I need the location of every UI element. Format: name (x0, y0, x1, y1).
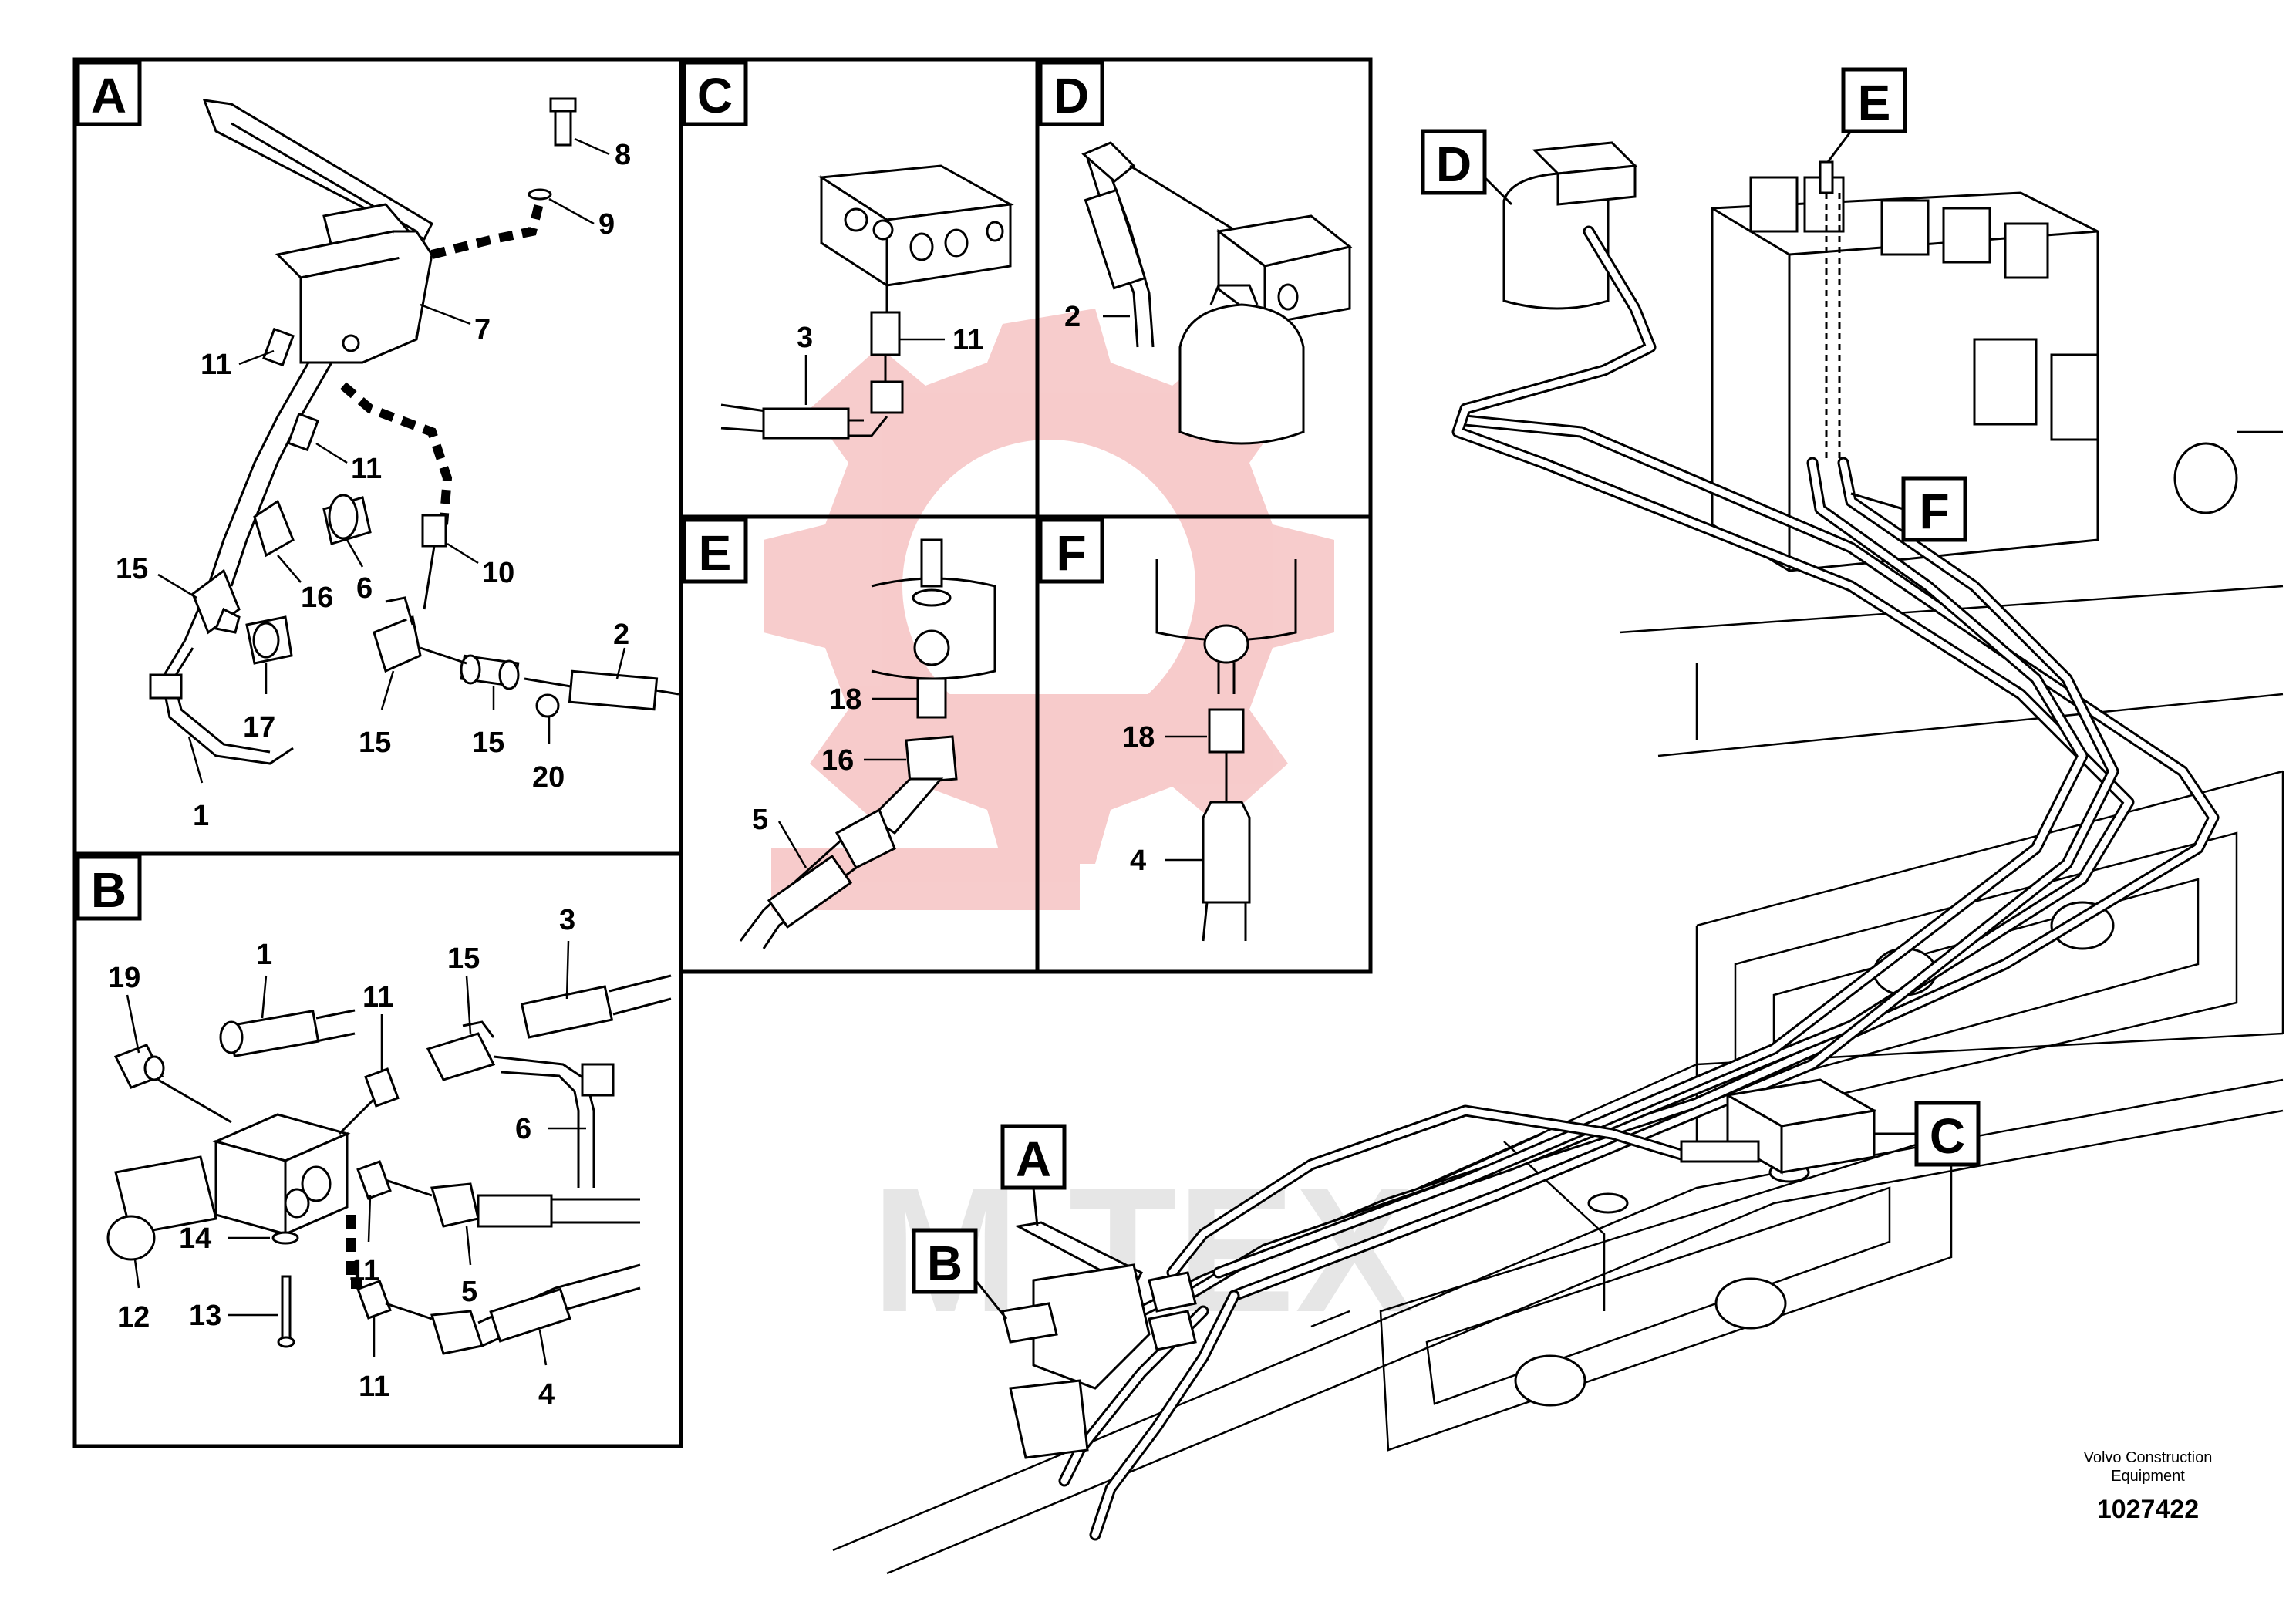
label-c-11: 11 (952, 324, 983, 356)
label-e-16: 16 (821, 744, 854, 777)
label-b-3: 3 (559, 904, 575, 936)
panel-f: F 18 4 (1035, 514, 1373, 974)
label-b-11-bottom: 11 (359, 1371, 389, 1403)
svg-text:F: F (1919, 484, 1949, 539)
panel-f-tag: F (1056, 525, 1086, 581)
label-b-13: 13 (189, 1300, 221, 1332)
label-a-11-lower: 11 (351, 453, 382, 485)
label-a-20: 20 (532, 761, 565, 794)
panel-c: C 3 11 (679, 57, 1040, 519)
callout-c: C (1874, 1101, 1981, 1167)
label-b-19: 19 (108, 962, 140, 994)
label-d-2: 2 (1064, 301, 1081, 333)
label-a-6: 6 (356, 572, 373, 605)
label-a-15-mid: 15 (359, 727, 391, 759)
label-b-5: 5 (461, 1276, 477, 1308)
panel-a-tag: A (91, 68, 126, 123)
label-e-5: 5 (752, 804, 768, 836)
label-b-12: 12 (117, 1301, 150, 1334)
svg-text:E: E (1858, 75, 1891, 130)
panel-d: D 2 (1035, 57, 1373, 519)
svg-text:A: A (1016, 1131, 1051, 1187)
label-b-11-top: 11 (362, 981, 393, 1013)
svg-text:B: B (927, 1236, 963, 1291)
label-b-15: 15 (447, 943, 480, 975)
callout-a: A (1000, 1124, 1067, 1227)
label-f-18: 18 (1122, 721, 1155, 754)
callout-f: F (1850, 476, 1967, 542)
label-c-3: 3 (797, 322, 813, 354)
label-e-18: 18 (829, 683, 861, 716)
label-b-14: 14 (179, 1222, 211, 1255)
company-line-2: Equipment (2111, 1468, 2185, 1485)
label-f-4: 4 (1130, 845, 1146, 877)
label-b-1: 1 (256, 939, 272, 971)
label-a-11-upper: 11 (201, 349, 231, 381)
label-a-7: 7 (474, 314, 491, 346)
svg-text:C: C (1930, 1108, 1965, 1164)
svg-text:D: D (1436, 137, 1472, 192)
label-a-15-right: 15 (472, 727, 504, 759)
company-line-1: Volvo Construction (2083, 1449, 2213, 1466)
document-number: 1027422 (2096, 1495, 2200, 1524)
label-a-10: 10 (482, 557, 514, 589)
panel-d-tag: D (1054, 68, 1089, 123)
label-a-9: 9 (598, 208, 615, 241)
main-assembly-view: D E F C A B (832, 67, 2284, 1575)
panel-a: A (72, 57, 683, 856)
callout-b: B (912, 1228, 1008, 1320)
company-credit: Volvo Construction Equipment (2052, 1448, 2244, 1485)
label-a-17: 17 (243, 711, 275, 744)
label-a-16: 16 (301, 582, 333, 614)
label-b-4: 4 (538, 1378, 555, 1411)
callout-d: D (1421, 129, 1513, 206)
label-a-15-left: 15 (116, 553, 148, 585)
label-b-6: 6 (515, 1113, 531, 1145)
panel-b: B (72, 851, 683, 1448)
panel-c-tag: C (697, 68, 733, 123)
label-b-11-mid: 11 (349, 1255, 379, 1287)
panel-b-tag: B (91, 862, 126, 918)
label-a-1: 1 (193, 800, 209, 832)
label-a-2: 2 (613, 619, 629, 651)
label-a-8: 8 (615, 139, 631, 171)
callout-e: E (1826, 67, 1907, 163)
panel-e: E 18 16 5 (679, 514, 1040, 974)
gear-logo-watermark (764, 309, 1334, 910)
panel-e-tag: E (699, 525, 732, 581)
